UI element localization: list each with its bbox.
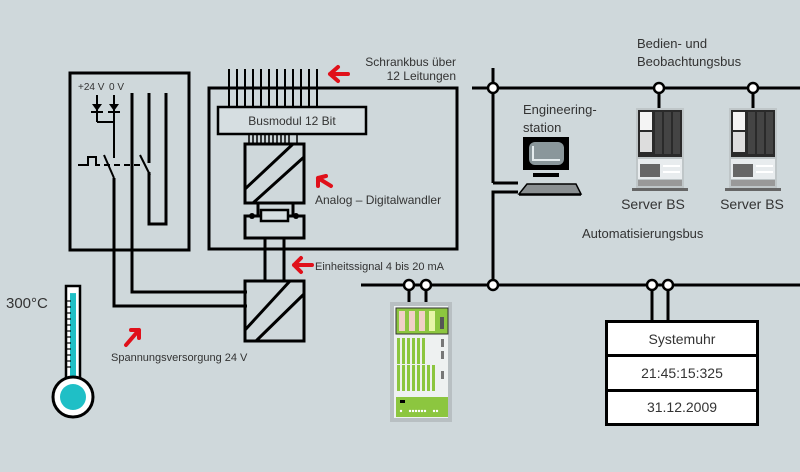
cabinet: Busmodul 12 Bit	[207, 69, 459, 281]
arrow-icon	[328, 65, 350, 83]
supply-plus-label: +24 V	[78, 82, 105, 93]
system-clock-title: Systemuhr	[608, 323, 756, 358]
bus-node	[746, 81, 760, 95]
bus-module	[216, 105, 368, 136]
operator-bus-label-2: Beobachtungsbus	[637, 54, 742, 69]
resistor-block	[243, 208, 306, 240]
cabinet-bus-label-2: 12 Leitungen	[387, 69, 456, 83]
engineering-label: Engineering-	[523, 102, 597, 117]
field-converter	[243, 279, 306, 343]
computer-icon[interactable]	[517, 137, 583, 196]
bus-node	[652, 81, 666, 95]
server-icon[interactable]	[632, 108, 688, 191]
system-clock: Systemuhr 21:45:15:325 31.12.2009	[605, 320, 759, 426]
ad-converter-label: Analog – Digitalwandler	[315, 193, 441, 207]
unit-signal-label: Einheitssignal 4 bis 20 mA	[315, 261, 445, 273]
arrow-icon	[316, 174, 333, 188]
diode-icon	[91, 95, 120, 123]
server-label: Server BS	[720, 196, 784, 212]
temperature-label: 300°C	[6, 295, 48, 312]
bus-node	[486, 278, 500, 292]
system-clock-time: 21:45:15:325	[608, 357, 756, 392]
cabinet-bus-label: Schrankbus über	[365, 55, 456, 69]
bus-node	[486, 81, 500, 95]
server-label: Server BS	[621, 196, 685, 212]
bus-module-label: Busmodul 12 Bit	[248, 114, 336, 128]
switch-icon	[78, 154, 151, 179]
thermometer-fluid	[70, 293, 76, 390]
engineering-label-2: station	[523, 120, 561, 135]
supply-wire	[112, 250, 247, 308]
bus-node	[645, 278, 659, 292]
power-supply-label: Spannungsversorgung 24 V	[111, 352, 248, 364]
ad-converter	[243, 142, 306, 205]
thermometer-icon	[51, 284, 95, 419]
cabinet-bus-lines	[228, 69, 318, 107]
bus-node	[661, 278, 675, 292]
supply-zero-label: 0 V	[109, 82, 124, 93]
arrow-icon	[292, 256, 314, 274]
bus-node	[419, 278, 433, 292]
system-clock-date: 31.12.2009	[646, 399, 718, 416]
bus-node	[402, 278, 416, 292]
power-supply-panel: +24 V 0 V	[68, 71, 191, 252]
automation-bus-label: Automatisierungsbus	[582, 226, 704, 241]
supply-wire	[130, 250, 247, 294]
operator-bus-label: Bedien- und	[637, 36, 707, 51]
arrow-icon	[124, 328, 141, 347]
server-icon[interactable]	[725, 108, 781, 191]
plc-icon[interactable]	[390, 302, 452, 422]
